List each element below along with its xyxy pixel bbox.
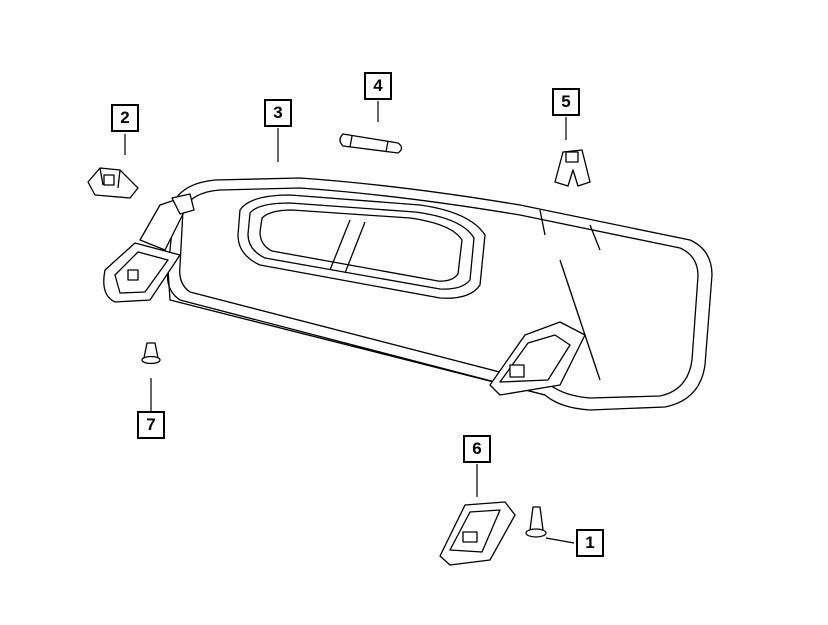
part-7-screw	[141, 342, 161, 365]
callout-1: 1	[576, 529, 604, 557]
part-1-screw	[525, 506, 547, 538]
sun-visor	[166, 177, 713, 411]
part-5-clip	[554, 149, 591, 187]
callout-3: 3	[264, 99, 292, 127]
callout-7: 7	[137, 411, 165, 439]
part-4-bulb	[339, 133, 403, 154]
callout-5: 5	[552, 88, 580, 116]
left-pivot-bracket	[103, 193, 195, 303]
part-2-clip	[87, 167, 139, 199]
callout-6: 6	[463, 435, 491, 463]
callout-2: 2	[111, 104, 139, 132]
part-6-bracket	[439, 501, 516, 566]
callout-4: 4	[364, 72, 392, 100]
right-visor-clip	[489, 321, 586, 396]
leader-lines	[124, 101, 575, 544]
